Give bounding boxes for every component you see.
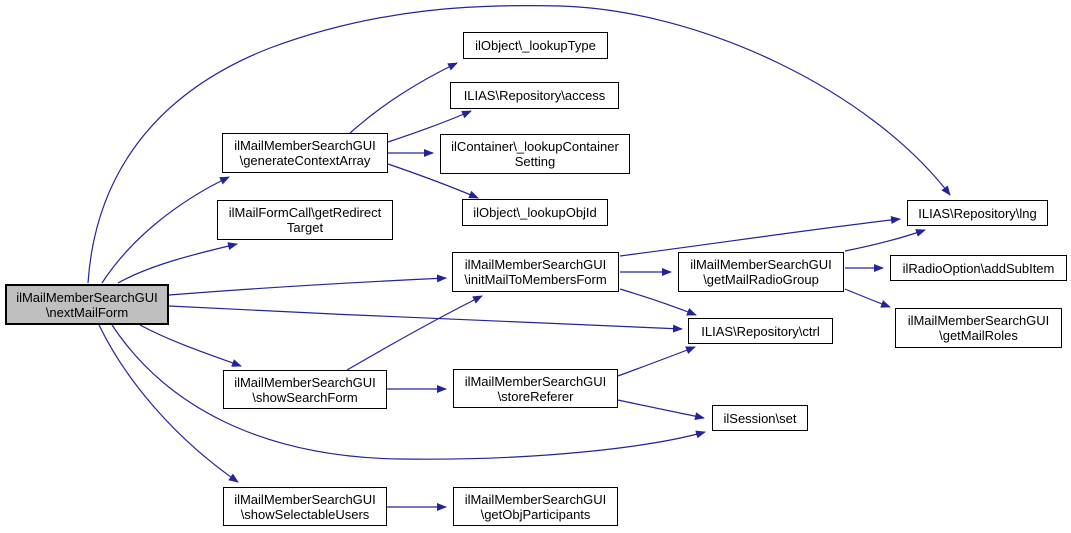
edge-storeReferer-to-set xyxy=(617,399,705,421)
node-getObjParticipants-label-line-1: ilMailMemberSearchGUI xyxy=(464,491,607,507)
node-storeReferer[interactable]: ilMailMemberSearchGUI\storeReferer xyxy=(453,369,618,408)
edge-generateContextArray-to-lookupType xyxy=(349,62,458,134)
edge-getMailRadioGroup-to-getMailRoles xyxy=(844,288,891,308)
node-initMailToMembersForm-label-line-1: ilMailMemberSearchGUI xyxy=(464,257,607,272)
node-lng[interactable]: ILIAS\Repository\lng xyxy=(907,200,1048,226)
node-generateContextArray[interactable]: ilMailMemberSearchGUI\generateContextArr… xyxy=(222,133,388,173)
edge-group xyxy=(87,4,951,511)
edge-nextMailForm-to-getRedirectTarget xyxy=(117,242,238,284)
node-showSelectableUsers-label-line-2: \showSelectableUsers xyxy=(240,506,370,522)
node-ctrl-label-line-1: ILIAS\Repository\ctrl xyxy=(701,323,820,339)
edge-nextMailForm-to-showSearchForm xyxy=(139,324,242,367)
node-getMailRadioGroup-label-line-2: \getMailRadioGroup xyxy=(703,272,819,287)
node-addSubItem-label-line-1: ilRadioOption\addSubItem xyxy=(902,260,1055,276)
node-initMailToMembersForm-label-line-2: \initMailToMembersForm xyxy=(464,272,607,287)
node-lookupType[interactable]: ilObject\_lookupType xyxy=(463,32,608,59)
edge-nextMailForm-to-lng xyxy=(87,4,951,284)
edge-showSearchForm-to-initMailToMembersForm xyxy=(346,295,483,371)
edge-nextMailForm-to-set xyxy=(111,324,706,460)
edge-nextMailForm-to-showSelectableUsers xyxy=(98,324,239,483)
edge-getMailRadioGroup-to-lng xyxy=(844,229,926,252)
node-storeReferer-label-line-1: ilMailMemberSearchGUI xyxy=(464,373,607,389)
node-showSelectableUsers-label-line-1: ilMailMemberSearchGUI xyxy=(234,491,376,507)
node-getRedirectTarget-label-line-1: ilMailFormCall\getRedirect xyxy=(228,205,382,220)
edge-initMailToMembersForm-to-ctrl xyxy=(619,288,697,316)
node-showSearchForm[interactable]: ilMailMemberSearchGUI\showSearchForm xyxy=(223,370,387,409)
node-storeReferer-label-line-2: \storeReferer xyxy=(497,388,574,404)
node-lookupObjId[interactable]: ilObject\_lookupObjId xyxy=(462,199,608,226)
node-lookupContainerSetting-label-line-2: Setting xyxy=(514,154,556,169)
edge-nextMailForm-to-initMailToMembersForm xyxy=(168,274,447,296)
node-nextMailForm[interactable]: ilMailMemberSearchGUI\nextMailForm xyxy=(5,284,169,325)
node-lookupObjId-label-line-1: ilObject\_lookupObjId xyxy=(473,205,597,220)
node-showSelectableUsers[interactable]: ilMailMemberSearchGUI\showSelectableUser… xyxy=(223,487,387,526)
node-initMailToMembersForm[interactable]: ilMailMemberSearchGUI\initMailToMembersF… xyxy=(452,252,619,292)
node-showSearchForm-label-line-1: ilMailMemberSearchGUI xyxy=(234,374,376,390)
edge-nextMailForm-to-generateContextArray xyxy=(101,176,230,284)
node-generateContextArray-label-line-1: ilMailMemberSearchGUI xyxy=(234,138,376,153)
edge-initMailToMembersForm-to-lng xyxy=(619,216,901,257)
node-getMailRoles-label-line-1: ilMailMemberSearchGUI xyxy=(907,313,1050,328)
node-access-label-line-1: ILIAS\Repository\access xyxy=(463,88,606,103)
edge-storeReferer-to-ctrl xyxy=(617,346,696,377)
node-nextMailForm-label-line-2: \nextMailForm xyxy=(45,304,129,320)
node-getMailRoles-label-line-2: \getMailRoles xyxy=(939,328,1018,343)
node-getMailRadioGroup-label-line-1: ilMailMemberSearchGUI xyxy=(690,257,832,272)
node-set-label-line-1: ilSession\set xyxy=(723,410,797,426)
node-nextMailForm-label-line-1: ilMailMemberSearchGUI xyxy=(16,289,158,305)
edge-generateContextArray-to-access xyxy=(387,110,472,143)
node-ctrl[interactable]: ILIAS\Repository\ctrl xyxy=(688,318,833,344)
node-getMailRoles[interactable]: ilMailMemberSearchGUI\getMailRoles xyxy=(895,308,1062,348)
node-getObjParticipants-label-line-2: \getObjParticipants xyxy=(480,506,591,522)
node-getMailRadioGroup[interactable]: ilMailMemberSearchGUI\getMailRadioGroup xyxy=(678,252,844,292)
node-addSubItem[interactable]: ilRadioOption\addSubItem xyxy=(890,255,1067,281)
edge-nextMailForm-to-ctrl xyxy=(168,305,683,333)
edge-generateContextArray-to-lookupObjId xyxy=(387,163,479,199)
node-getRedirectTarget-label-line-2: Target xyxy=(286,220,324,235)
node-lng-label-line-1: ILIAS\Repository\lng xyxy=(918,205,1037,221)
node-set[interactable]: ilSession\set xyxy=(712,405,808,431)
node-access[interactable]: ILIAS\Repository\access xyxy=(450,82,619,109)
node-generateContextArray-label-line-2: \generateContextArray xyxy=(239,153,371,168)
node-lookupType-label-line-1: ilObject\_lookupType xyxy=(475,38,596,53)
node-lookupContainerSetting-label-line-1: ilContainer\_lookupContainer xyxy=(451,139,619,154)
node-showSearchForm-label-line-2: \showSearchForm xyxy=(252,389,358,405)
node-getObjParticipants[interactable]: ilMailMemberSearchGUI\getObjParticipants xyxy=(453,487,618,526)
